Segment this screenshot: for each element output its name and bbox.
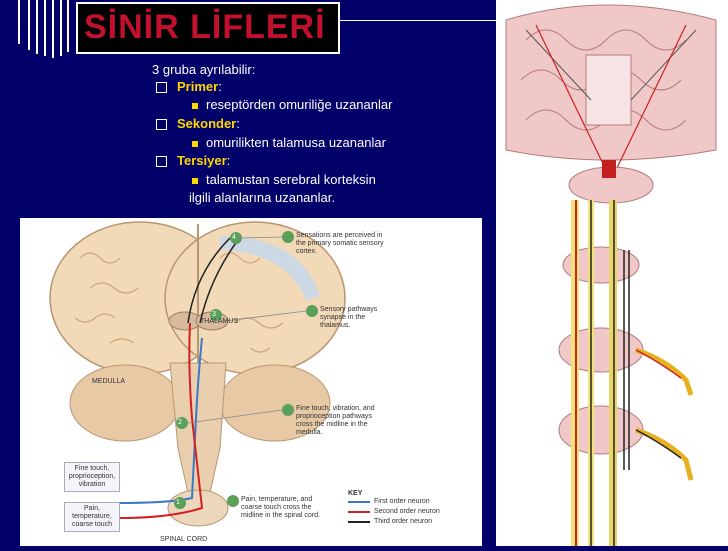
term-tersiyer: Tersiyer (177, 153, 227, 168)
key-first: First order neuron (374, 498, 430, 505)
square-bullet-icon (192, 140, 198, 147)
term-sekonder: Sekonder (177, 116, 237, 131)
bullet-box-icon (156, 119, 167, 131)
key-third: Third order neuron (374, 518, 432, 525)
title-box: SİNİR LİFLERİ (76, 2, 340, 54)
detail-text: omurilikten talamusa uzananlar (206, 135, 386, 150)
detail-text: reseptörden omuriliğe uzananlar (206, 97, 393, 112)
sensory-pathway-figure: 4 3 2 1 THALAMUS MEDULLA SPINAL CORD Fin… (20, 218, 482, 546)
label-thalamus: THALAMUS (200, 318, 239, 325)
detail-tersiyer-line2: ilgili alanlarına uzananlar. (189, 190, 335, 205)
term-primer: Primer (177, 79, 219, 94)
marker-1: 1 (176, 499, 180, 506)
spinal-cord-diagram (505, 4, 717, 546)
term-suffix: : (218, 79, 222, 94)
detail-text: talamustan serebral korteksin (206, 172, 376, 187)
marker-4: 4 (232, 234, 236, 241)
bullet-tersiyer: Tersiyer: (156, 153, 230, 168)
input-box-touch: Fine touch, proprioception, vibration (64, 462, 120, 492)
note-4: Sensations are perceived in the primary … (296, 232, 384, 255)
term-suffix: : (226, 153, 231, 168)
label-spinal-cord: SPINAL CORD (160, 536, 208, 543)
header-divider (340, 20, 500, 21)
slide-title: SİNİR LİFLERİ (84, 8, 326, 46)
input-label-pain: Pain, temperature, coarse touch (71, 505, 113, 528)
note-3: Sensory pathways synapse in the thalamus… (320, 306, 378, 329)
detail-primer: reseptörden omuriliğe uzananlar (192, 97, 392, 112)
marker-3: 3 (212, 311, 216, 318)
square-bullet-icon (192, 177, 198, 184)
bullet-sekonder: Sekonder: (156, 116, 240, 131)
bullet-primer: Primer: (156, 79, 222, 94)
detail-tersiyer: talamustan serebral korteksin (192, 172, 376, 187)
note-2: Fine touch, vibration, and proprioceptio… (296, 405, 375, 436)
spinal-cord-figure (496, 0, 728, 546)
intro-text: 3 gruba ayrılabilir: (152, 62, 256, 77)
bullet-box-icon (156, 156, 167, 168)
note-1: Pain, temperature, and coarse touch cros… (241, 496, 320, 519)
decorative-stripes (0, 0, 90, 60)
detail-sekonder: omurilikten talamusa uzananlar (192, 135, 386, 150)
bullet-box-icon (156, 82, 167, 94)
label-medulla: MEDULLA (92, 378, 126, 385)
input-box-pain: Pain, temperature, coarse touch (64, 502, 120, 532)
marker-2: 2 (178, 419, 182, 426)
key-second: Second order neuron (374, 508, 440, 515)
key-title: KEY (348, 490, 363, 497)
brain-diagram (49, 221, 370, 527)
square-bullet-icon (192, 102, 198, 109)
input-label-touch: Fine touch, proprioception, vibration (68, 465, 116, 488)
term-suffix: : (236, 116, 240, 131)
